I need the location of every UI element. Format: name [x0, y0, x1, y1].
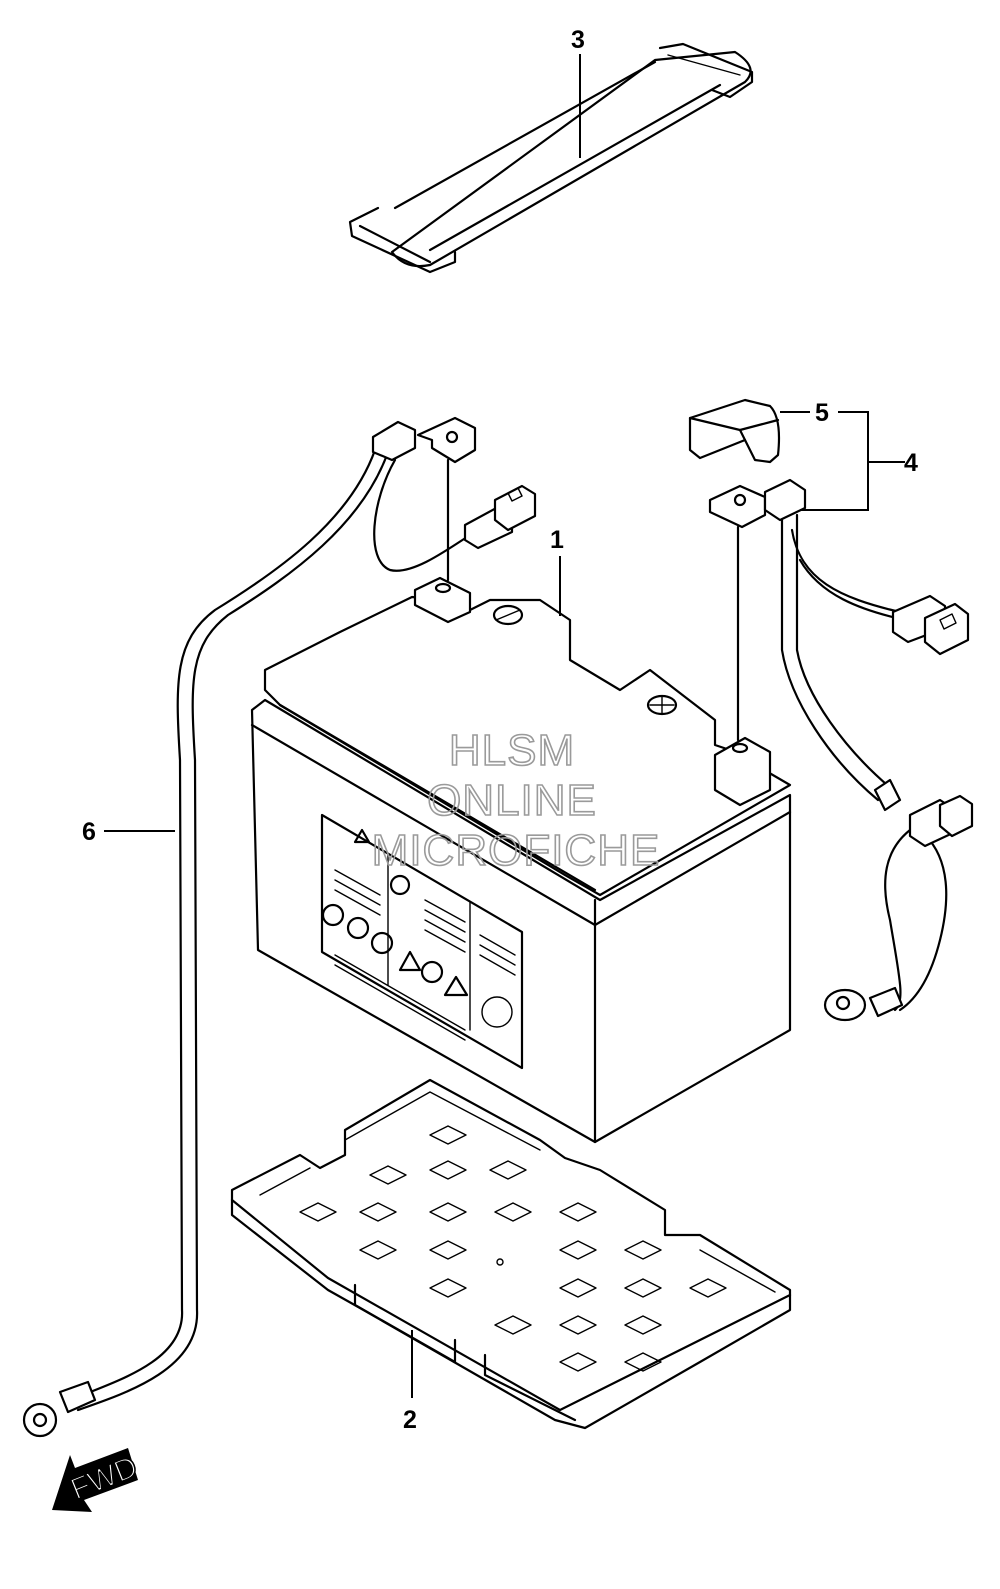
callout-battery: 1	[550, 526, 564, 616]
svg-text:6: 6	[82, 818, 96, 846]
callout-terminal-cover: 5	[780, 399, 869, 462]
svg-text:3: 3	[571, 26, 585, 54]
svg-text:2: 2	[403, 1406, 417, 1434]
svg-text:MICROFICHE: MICROFICHE	[372, 826, 661, 875]
terminal-cover	[688, 398, 781, 464]
svg-text:5: 5	[815, 399, 829, 427]
positive-lead	[708, 478, 974, 1022]
battery-tray	[230, 1078, 792, 1430]
battery	[250, 576, 792, 1144]
fwd-arrow-icon: FWD	[52, 1448, 143, 1512]
callout-positive-lead: 4	[800, 449, 918, 511]
svg-text:HLSM: HLSM	[449, 726, 575, 775]
callout-tray: 2	[403, 1330, 417, 1434]
watermark: HLSM ONLINE MICROFICHE	[371, 725, 661, 876]
svg-text:1: 1	[550, 526, 564, 554]
callout-strap: 3	[571, 26, 585, 158]
callout-negative-lead: 6	[82, 818, 175, 846]
battery-strap	[348, 42, 754, 274]
svg-text:4: 4	[904, 449, 918, 477]
svg-text:ONLINE: ONLINE	[427, 776, 597, 825]
negative-lead	[22, 416, 537, 1438]
